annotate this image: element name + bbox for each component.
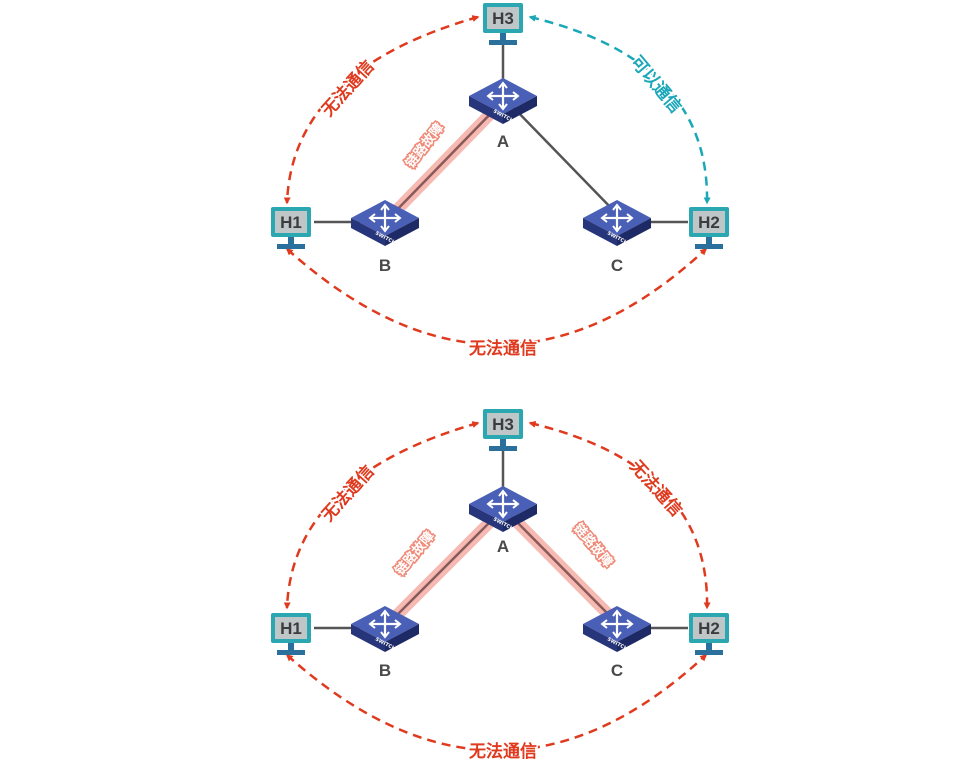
switch-b: SWITCH B <box>351 200 419 275</box>
network-switch-icon: SWITCH <box>583 200 651 246</box>
link-a-c-faulty <box>509 514 615 621</box>
switch-label-c: C <box>611 256 623 275</box>
comm-label-h1-h2: 无法通信 <box>468 741 537 762</box>
comm-arrow-h3-h2 <box>528 14 711 205</box>
host-h1: H1 <box>271 207 311 249</box>
switch-c: SWITCH C <box>583 606 651 680</box>
network-switch-icon: SWITCH <box>583 606 651 652</box>
comm-arrow-h1-h2 <box>285 654 708 752</box>
computer-monitor-icon <box>483 3 523 45</box>
switch-label-a: A <box>497 132 509 151</box>
host-label-h1: H1 <box>280 619 302 638</box>
diagram-top: H3 H1 H2 <box>271 3 729 361</box>
comm-arrow-h3-h2 <box>528 420 711 610</box>
comm-arrow-h1-h2 <box>285 248 708 346</box>
switch-a: SWITCH A <box>469 78 537 151</box>
comm-label-h3-h1: 无法通信 <box>317 461 379 526</box>
network-switch-icon: SWITCH <box>469 78 537 124</box>
host-label-h2: H2 <box>698 213 720 232</box>
host-label-h3: H3 <box>492 9 514 28</box>
host-label-h1: H1 <box>280 213 302 232</box>
computer-monitor-icon <box>271 613 311 655</box>
computer-monitor-icon <box>689 207 729 249</box>
comm-arrow-h3-h1 <box>283 421 480 610</box>
switch-a: SWITCH A <box>469 486 537 556</box>
comm-label-h3-h1: 无法通信 <box>317 56 379 121</box>
computer-monitor-icon <box>483 409 523 451</box>
host-h2: H2 <box>689 207 729 249</box>
switch-label-b: B <box>379 256 391 275</box>
switch-b: SWITCH B <box>351 606 419 680</box>
host-label-h3: H3 <box>492 415 514 434</box>
computer-monitor-icon <box>689 613 729 655</box>
host-h1: H1 <box>271 613 311 655</box>
link-a-c <box>511 105 616 213</box>
host-h2: H2 <box>689 613 729 655</box>
switch-label-c: C <box>611 661 623 680</box>
host-h3: H3 <box>483 409 523 451</box>
comm-label-h3-h2: 无法通信 <box>625 455 687 520</box>
network-switch-icon: SWITCH <box>469 486 537 532</box>
comm-label-h1-h2: 无法通信 <box>468 338 537 359</box>
fault-label-a-c: 链路故障 <box>570 520 616 571</box>
switch-c: SWITCH C <box>583 200 651 275</box>
computer-monitor-icon <box>271 207 311 249</box>
switch-label-a: A <box>497 537 509 556</box>
host-label-h2: H2 <box>698 619 720 638</box>
diagram-bottom: H3 H1 H2 <box>271 409 729 764</box>
comm-arrow-h3-h1 <box>283 15 480 205</box>
switch-label-b: B <box>379 661 391 680</box>
network-switch-icon: SWITCH <box>351 200 419 246</box>
host-h3: H3 <box>483 3 523 45</box>
network-switch-icon: SWITCH <box>351 606 419 652</box>
fault-label-a-b: 链路故障 <box>391 528 437 579</box>
comm-label-h3-h2: 可以通信 <box>626 52 686 118</box>
